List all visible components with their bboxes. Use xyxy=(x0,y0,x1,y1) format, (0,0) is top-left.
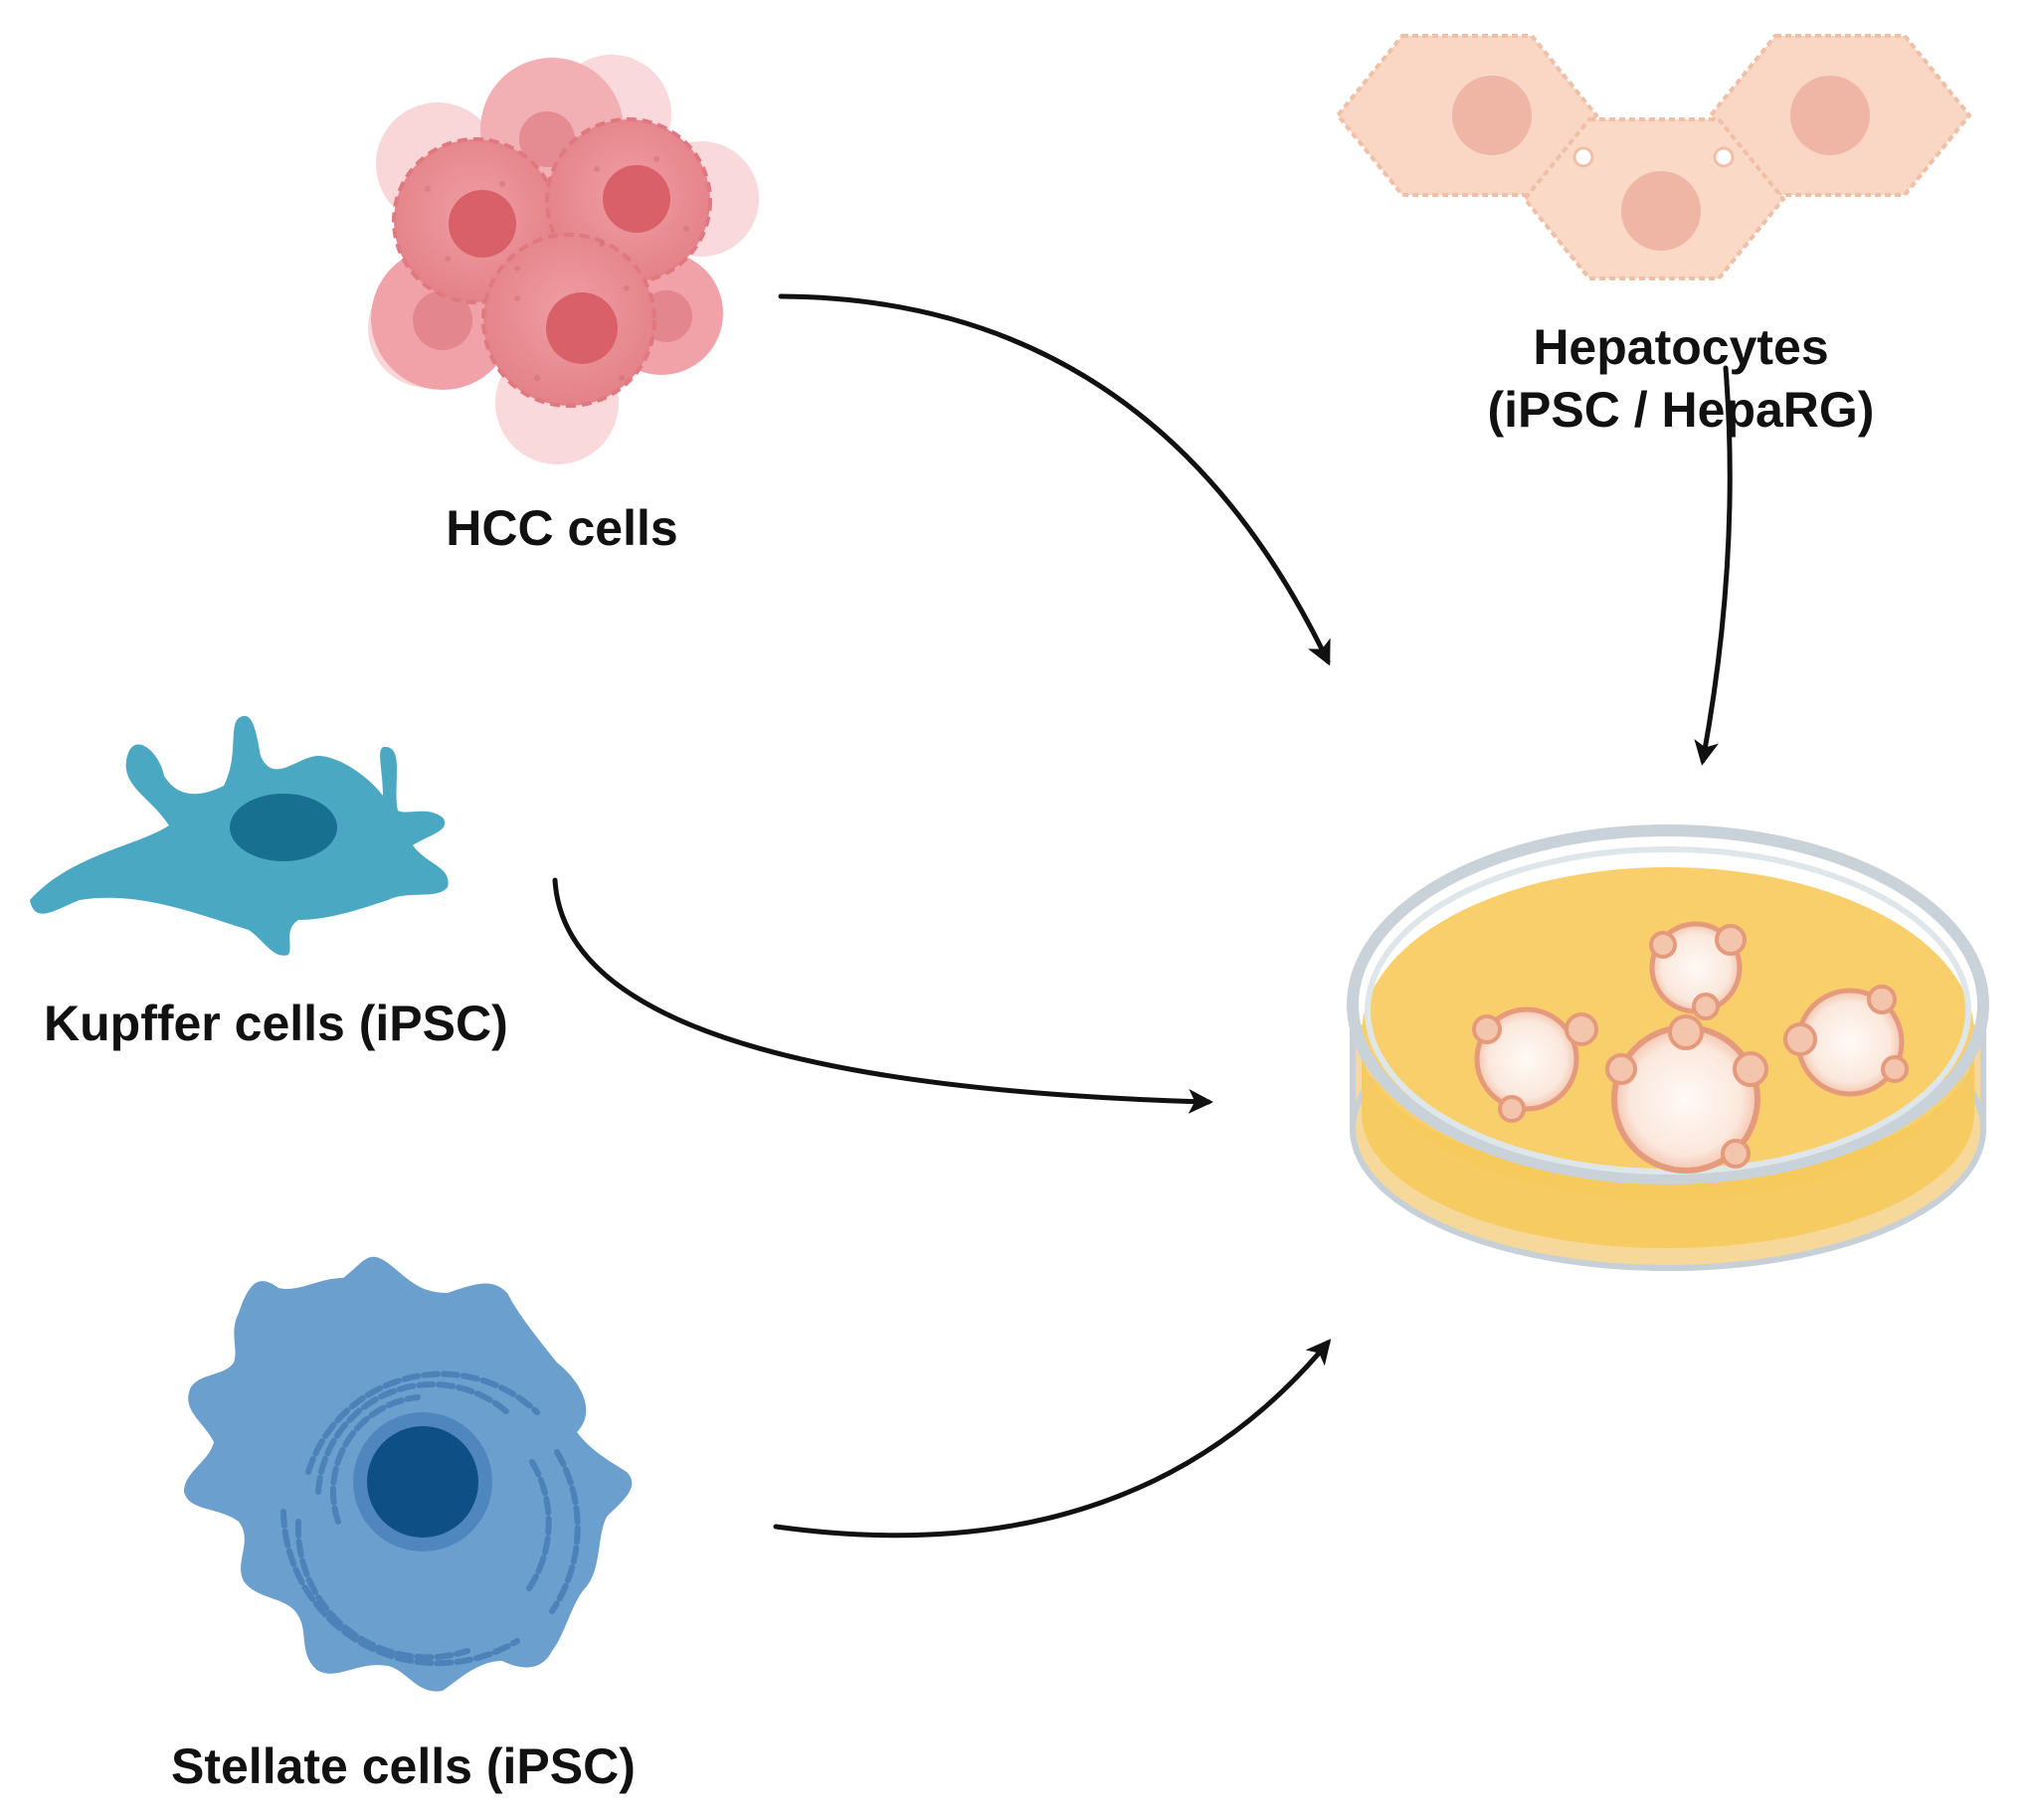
arrow-kupffer-to-dish xyxy=(552,877,1213,1114)
label-hepatocytes: Hepatocytes (iPSC / HepaRG) xyxy=(1432,316,1930,441)
hcc-nucleus xyxy=(546,292,618,364)
hepatocytes-illustration xyxy=(1335,34,1972,280)
hcc-nucleus xyxy=(603,165,670,233)
hepatocyte-nucleus xyxy=(1621,171,1701,251)
hcc-cells-illustration xyxy=(368,55,759,464)
organoid xyxy=(1649,921,1747,1020)
hepatocyte-junction xyxy=(1572,146,1594,168)
arrows xyxy=(552,293,1733,1539)
hcc-nucleus xyxy=(449,190,516,258)
label-kupffer-cells: Kupffer cells (iPSC) xyxy=(44,996,508,1051)
label-stellate-cells: Stellate cells (iPSC) xyxy=(171,1738,636,1794)
arrow-stellate-to-dish xyxy=(773,1339,1332,1539)
petri-dish-illustration xyxy=(1347,824,1989,1271)
dish-top-rim xyxy=(1347,824,1989,1184)
stellate-cell-illustration xyxy=(184,1256,633,1692)
label-hepatocytes-line1: Hepatocytes xyxy=(1533,319,1829,375)
kupffer-cell-illustration xyxy=(30,715,449,956)
hepatocyte-nucleus xyxy=(1452,76,1532,155)
kupffer-nucleus xyxy=(230,794,337,861)
arrow-hepatocytes-to-dish xyxy=(1694,365,1733,766)
arrow-hcc-to-dish xyxy=(778,293,1331,666)
hepatocyte-junction xyxy=(1713,146,1735,168)
stellate-nucleus xyxy=(367,1426,478,1538)
organoid xyxy=(1472,1006,1598,1123)
organoid xyxy=(1605,1014,1768,1174)
medium-side xyxy=(1362,1044,1974,1248)
hepatocyte-nucleus xyxy=(1790,76,1870,155)
label-hcc-cells: HCC cells xyxy=(446,500,678,556)
dish-inner-rim xyxy=(1365,846,1971,1175)
organoid xyxy=(1783,985,1909,1097)
hcc-nucleus xyxy=(413,290,472,350)
label-hepatocytes-line2: (iPSC / HepaRG) xyxy=(1487,381,1875,438)
